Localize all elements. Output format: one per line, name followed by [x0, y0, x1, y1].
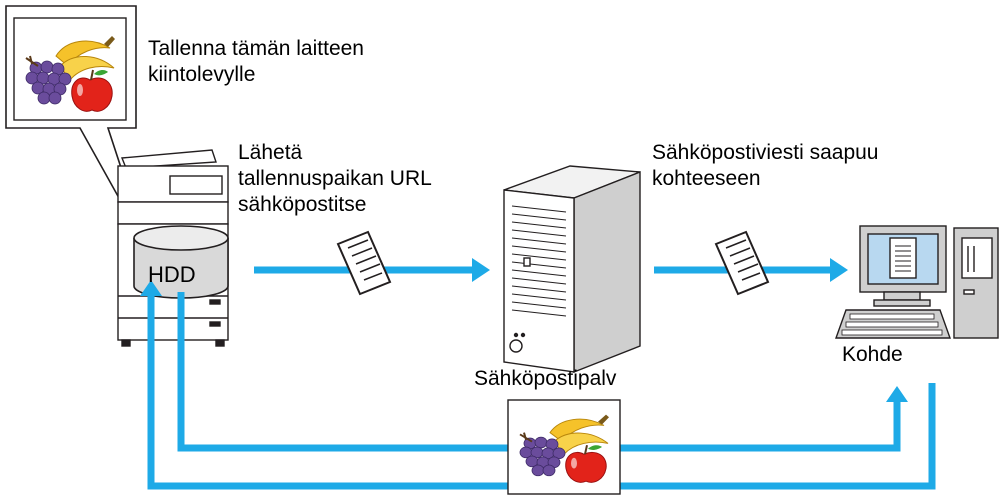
fruit-image-icon	[507, 399, 621, 495]
send-url-label-line3: sähköpostitse	[238, 193, 367, 216]
computer-icon	[835, 225, 999, 339]
mail-server-label: Sähköpostipalv	[474, 367, 617, 390]
destination-label: Kohde	[842, 343, 903, 366]
hdd-content-callout	[5, 5, 149, 251]
save-to-hdd-label-line1: Tallenna tämän laitteen	[148, 37, 364, 60]
arrives-label-line2: kohteeseen	[652, 167, 761, 190]
hdd-label: HDD	[148, 262, 196, 287]
email-document-icon	[337, 231, 391, 295]
arrow-heads	[140, 258, 908, 402]
email-document-icon	[715, 231, 769, 295]
send-url-label-line2: tallennuspaikan URL	[238, 167, 432, 190]
send-url-label-line1: Lähetä	[238, 141, 303, 164]
fruit-image-icon	[13, 17, 127, 121]
arrives-label-line1: Sähköpostiviesti saapuu	[652, 141, 879, 164]
hdd-icon	[133, 225, 229, 299]
mail-server-icon	[503, 165, 641, 374]
save-to-hdd-label-line2: kiintolevylle	[148, 63, 256, 86]
